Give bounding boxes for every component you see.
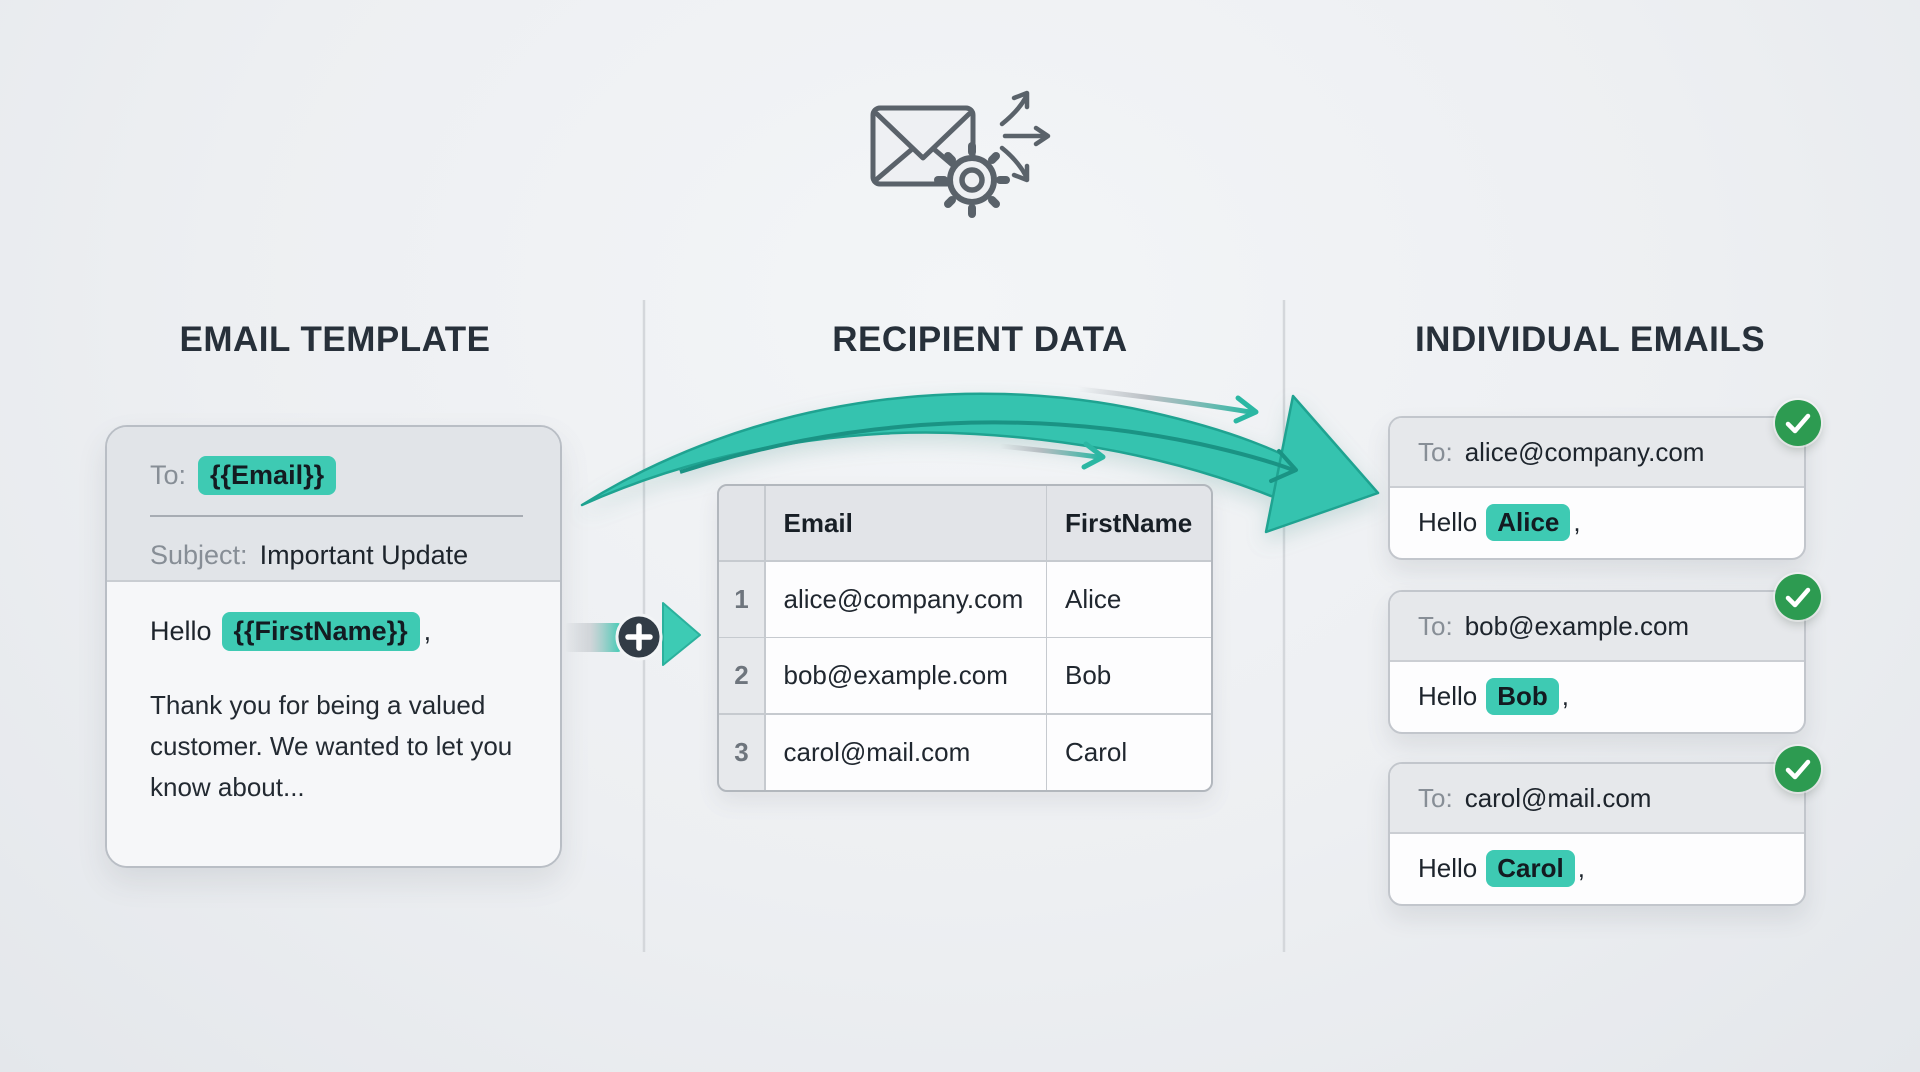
to-label: To: [1418, 782, 1453, 813]
column-title-recipient-data: RECIPIENT DATA [832, 320, 1128, 359]
check-icon [1785, 413, 1811, 434]
sent-status-badge [1775, 574, 1821, 620]
merged-name: Alice [1486, 503, 1571, 541]
envelope-gear-fanout-icon [870, 90, 1051, 218]
merge-arrow [580, 392, 1380, 534]
email-to-value: carol@mail.com [1464, 782, 1652, 813]
table-cell-firstname: Bob [1047, 638, 1211, 713]
template-paragraph: Thank you for being a valued customer. W… [150, 690, 513, 802]
subject-label: Subject: [150, 539, 248, 570]
email-to-value: alice@company.com [1464, 436, 1705, 467]
row-number: 3 [719, 714, 764, 790]
template-body: Hello {{FirstName}} , Thank you for bein… [107, 580, 560, 866]
greeting-prefix: Hello [150, 616, 212, 646]
row-number: 1 [719, 561, 764, 637]
to-label: To: [1418, 436, 1453, 467]
firstname-merge-field: {{FirstName}} [221, 612, 420, 651]
table-header-email: Email [765, 486, 1046, 560]
greeting-prefix: Hello [1418, 680, 1478, 711]
email-to-value: bob@example.com [1464, 610, 1690, 641]
sent-status-badge [1775, 400, 1821, 446]
email-greeting: Hello Alice , [1390, 488, 1804, 556]
individual-email-card: To: alice@company.com Hello Alice , [1388, 400, 1821, 560]
greeting-prefix: Hello [1418, 852, 1478, 883]
table-cell-email: alice@company.com [765, 561, 1046, 637]
plus-icon [625, 623, 653, 651]
email-to-row: To: bob@example.com [1390, 592, 1804, 662]
merged-name: Carol [1486, 849, 1575, 887]
table-cell-email: bob@example.com [765, 638, 1046, 713]
table-cell-firstname: Alice [1047, 561, 1211, 637]
template-divider [150, 515, 523, 517]
email-greeting: Hello Carol , [1390, 834, 1804, 902]
individual-email-card: To: carol@mail.com Hello Carol , [1388, 746, 1821, 906]
arrowhead-icon [662, 602, 701, 666]
email-template-card: To: {{Email}} Subject: Important Update … [105, 425, 562, 868]
table-cell-email: carol@mail.com [765, 714, 1046, 790]
table-corner-cell [719, 486, 764, 560]
column-title-individual-emails: INDIVIDUAL EMAILS [1414, 320, 1766, 359]
check-icon [1785, 587, 1811, 608]
motion-arrow-middle [997, 441, 1106, 470]
email-greeting: Hello Bob , [1390, 662, 1804, 730]
row-number: 2 [719, 638, 764, 713]
template-to-row: To: {{Email}} [150, 451, 560, 499]
template-header: To: {{Email}} Subject: Important Update [107, 427, 560, 580]
email-to-row: To: carol@mail.com [1390, 764, 1804, 834]
recipient-table: Email FirstName 1 alice@company.com Alic… [717, 484, 1213, 792]
greeting-suffix: , [423, 616, 432, 646]
greeting-prefix: Hello [1418, 506, 1478, 537]
email-to-row: To: alice@company.com [1390, 418, 1804, 488]
to-label: To: [1418, 610, 1453, 641]
merge-connector [565, 602, 701, 666]
email-merge-field: {{Email}} [198, 455, 337, 495]
gear-icon [934, 142, 1010, 218]
sent-status-badge [1775, 746, 1821, 792]
column-title-email-template: EMAIL TEMPLATE [179, 320, 491, 359]
individual-email-card: To: bob@example.com Hello Bob , [1388, 574, 1821, 734]
to-label: To: [150, 459, 187, 490]
subject-value: Important Update [259, 539, 469, 570]
greeting-suffix: , [1561, 680, 1570, 711]
template-greeting: Hello {{FirstName}} , [150, 612, 517, 651]
table-cell-firstname: Carol [1047, 714, 1211, 790]
merged-name: Bob [1486, 677, 1559, 715]
check-icon [1785, 759, 1811, 780]
greeting-suffix: , [1577, 852, 1585, 883]
motion-arrow-top [1075, 386, 1259, 424]
table-header-firstname: FirstName [1047, 486, 1211, 560]
greeting-suffix: , [1573, 506, 1581, 537]
template-subject-row: Subject: Important Update [150, 531, 560, 579]
